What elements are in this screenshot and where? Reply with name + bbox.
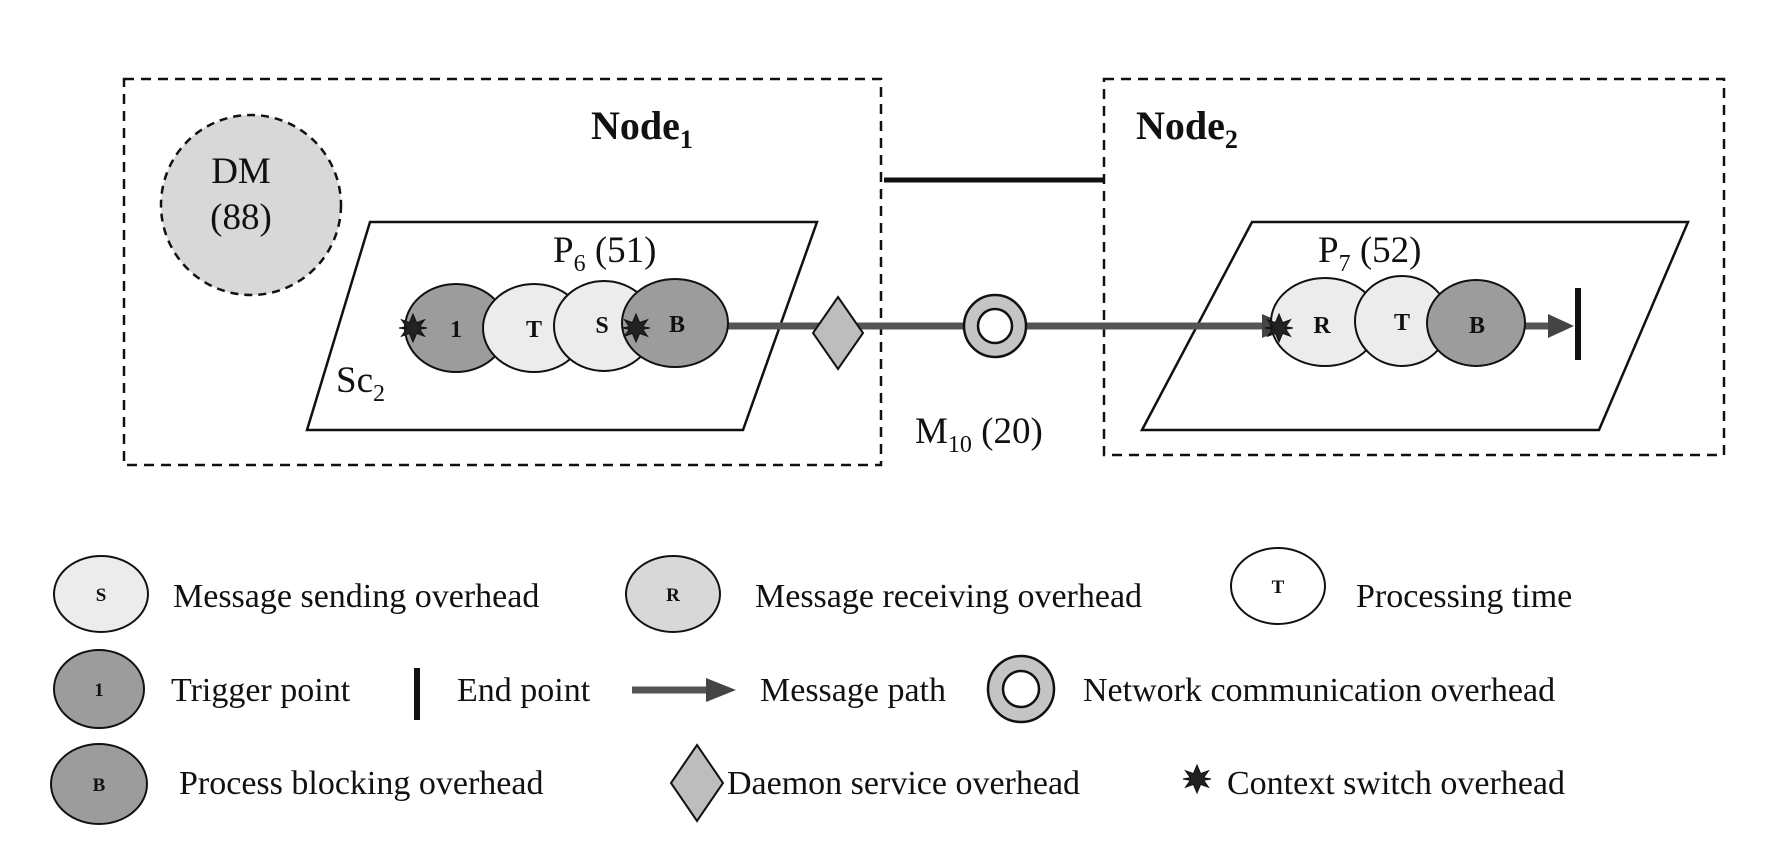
- daemon-service-diamond: [811, 295, 865, 371]
- legend-context-switch-icon: [1182, 764, 1212, 794]
- p1-blocking-stage: [621, 278, 729, 368]
- legend-blocking-icon: [50, 743, 148, 825]
- node1-box: [122, 77, 883, 467]
- scenario-label: Sc2: [336, 360, 385, 407]
- legend-path-label: Message path: [760, 672, 946, 709]
- process2-label: P7 (52): [1318, 230, 1421, 277]
- legend-receiving-label: Message receiving overhead: [755, 578, 1142, 615]
- process1-label: P6 (51): [553, 230, 656, 277]
- legend-end-label: End point: [457, 672, 591, 709]
- legend-message-path-arrowhead: [706, 678, 736, 702]
- daemon-manager-label: DM: [211, 151, 271, 192]
- message-label: M10 (20): [915, 411, 1043, 458]
- p1-sending-symbol: S: [595, 313, 608, 339]
- network-overhead-inner: [976, 307, 1014, 345]
- legend-daemon-icon: [669, 743, 725, 823]
- legend-network-icon-inner: [1001, 669, 1041, 709]
- p1-trigger-symbol: 1: [450, 317, 462, 343]
- legend-sending-label: Message sending overhead: [173, 578, 539, 615]
- legend-receiving-symbol: R: [666, 585, 680, 606]
- legend-blocking-symbol: B: [93, 775, 106, 796]
- legend-context-label: Context switch overhead: [1227, 765, 1565, 802]
- legend-processing-symbol: T: [1272, 577, 1285, 598]
- daemon-manager-value: (88): [210, 197, 272, 238]
- legend-trigger-icon: [53, 649, 145, 729]
- p2-blocking-symbol: B: [1469, 313, 1485, 339]
- p2-exit-arrowhead: [1548, 314, 1574, 338]
- legend-sending-symbol: S: [96, 585, 107, 606]
- legend-processing-label: Processing time: [1356, 578, 1572, 615]
- legend-sending-icon: [53, 555, 149, 633]
- node1-title: Node1: [591, 103, 693, 154]
- legend-daemon-label: Daemon service overhead: [727, 765, 1080, 802]
- daemon-manager-circle: [159, 113, 343, 297]
- legend-network-label: Network communication overhead: [1083, 672, 1555, 709]
- legend-trigger-symbol: 1: [94, 680, 104, 701]
- node2-title: Node2: [1136, 103, 1238, 154]
- p1-processing-symbol: T: [526, 317, 542, 343]
- p2-blocking-stage: [1426, 279, 1526, 367]
- p1-blocking-symbol: B: [669, 312, 685, 338]
- node2-box: [1102, 77, 1726, 457]
- legend: S Message sending overhead R Message rec…: [50, 547, 1572, 825]
- legend-processing-icon: [1230, 547, 1326, 625]
- legend-receiving-icon: [625, 555, 721, 633]
- p2-processing-symbol: T: [1394, 310, 1410, 336]
- p2-receiving-symbol: R: [1313, 313, 1331, 339]
- legend-blocking-label: Process blocking overhead: [179, 765, 543, 802]
- legend-trigger-label: Trigger point: [171, 672, 351, 709]
